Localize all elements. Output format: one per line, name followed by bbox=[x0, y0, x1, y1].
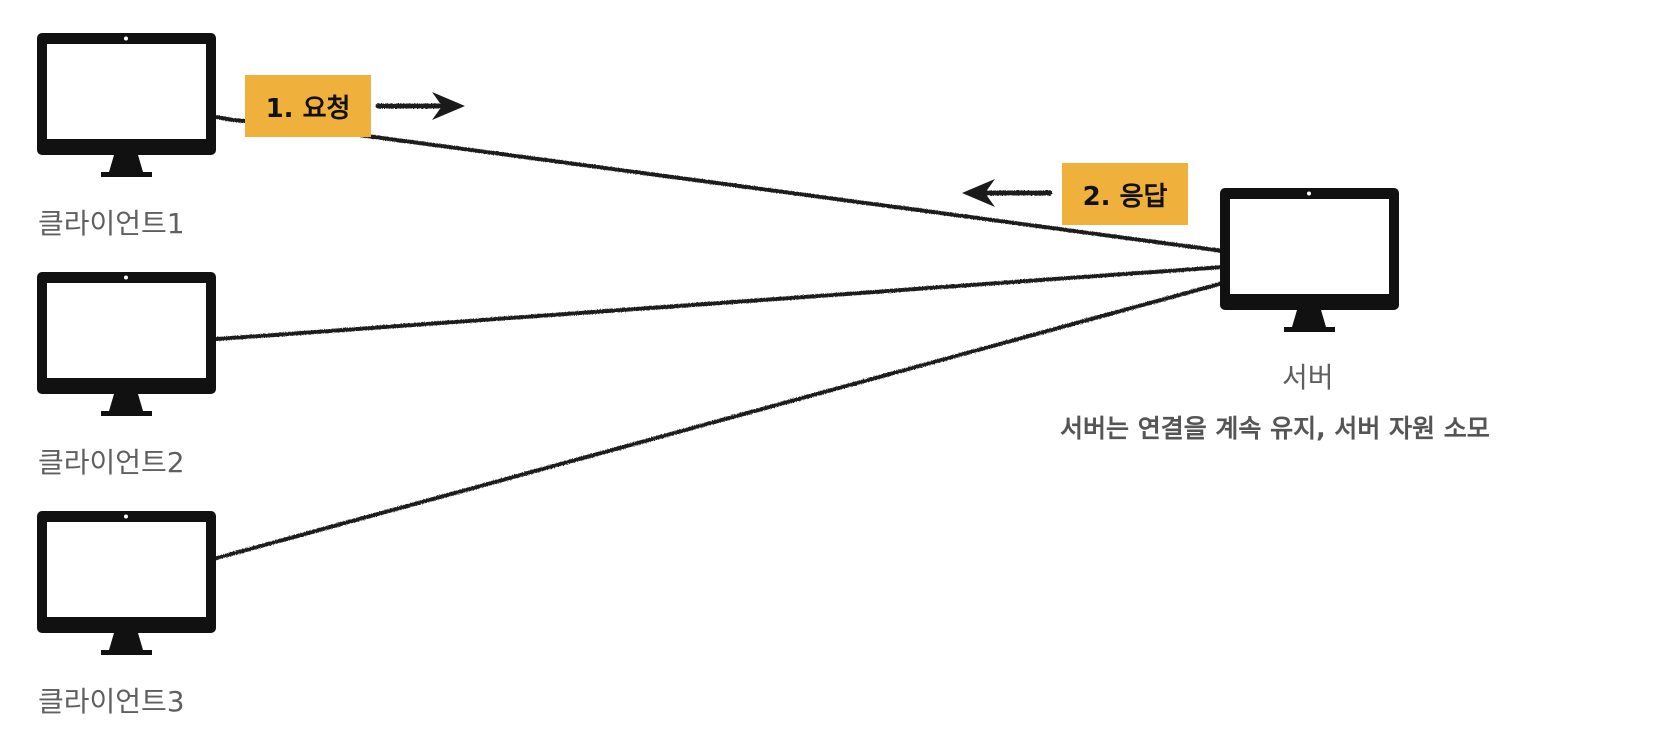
connection-line-client1 bbox=[215, 115, 1225, 253]
request-arrowhead bbox=[432, 92, 465, 120]
server-monitor-icon bbox=[1220, 188, 1399, 332]
client1-label: 클라이언트1 bbox=[38, 207, 185, 240]
client2-label: 클라이언트2 bbox=[38, 446, 185, 479]
request-step-label: 1. 요청 bbox=[245, 75, 371, 137]
client3-label: 클라이언트3 bbox=[38, 685, 185, 718]
client3-monitor-icon bbox=[37, 511, 216, 655]
server-label: 서버 bbox=[1282, 361, 1334, 394]
response-step-label: 2. 응답 bbox=[1062, 163, 1188, 225]
response-arrowhead bbox=[962, 179, 995, 207]
client2-monitor-icon bbox=[37, 272, 216, 416]
client1-monitor-icon bbox=[37, 33, 216, 177]
server-note: 서버는 연결을 계속 유지, 서버 자원 소모 bbox=[1060, 414, 1490, 443]
connection-line-client3 bbox=[215, 281, 1225, 560]
connection-line-client2 bbox=[215, 265, 1225, 341]
